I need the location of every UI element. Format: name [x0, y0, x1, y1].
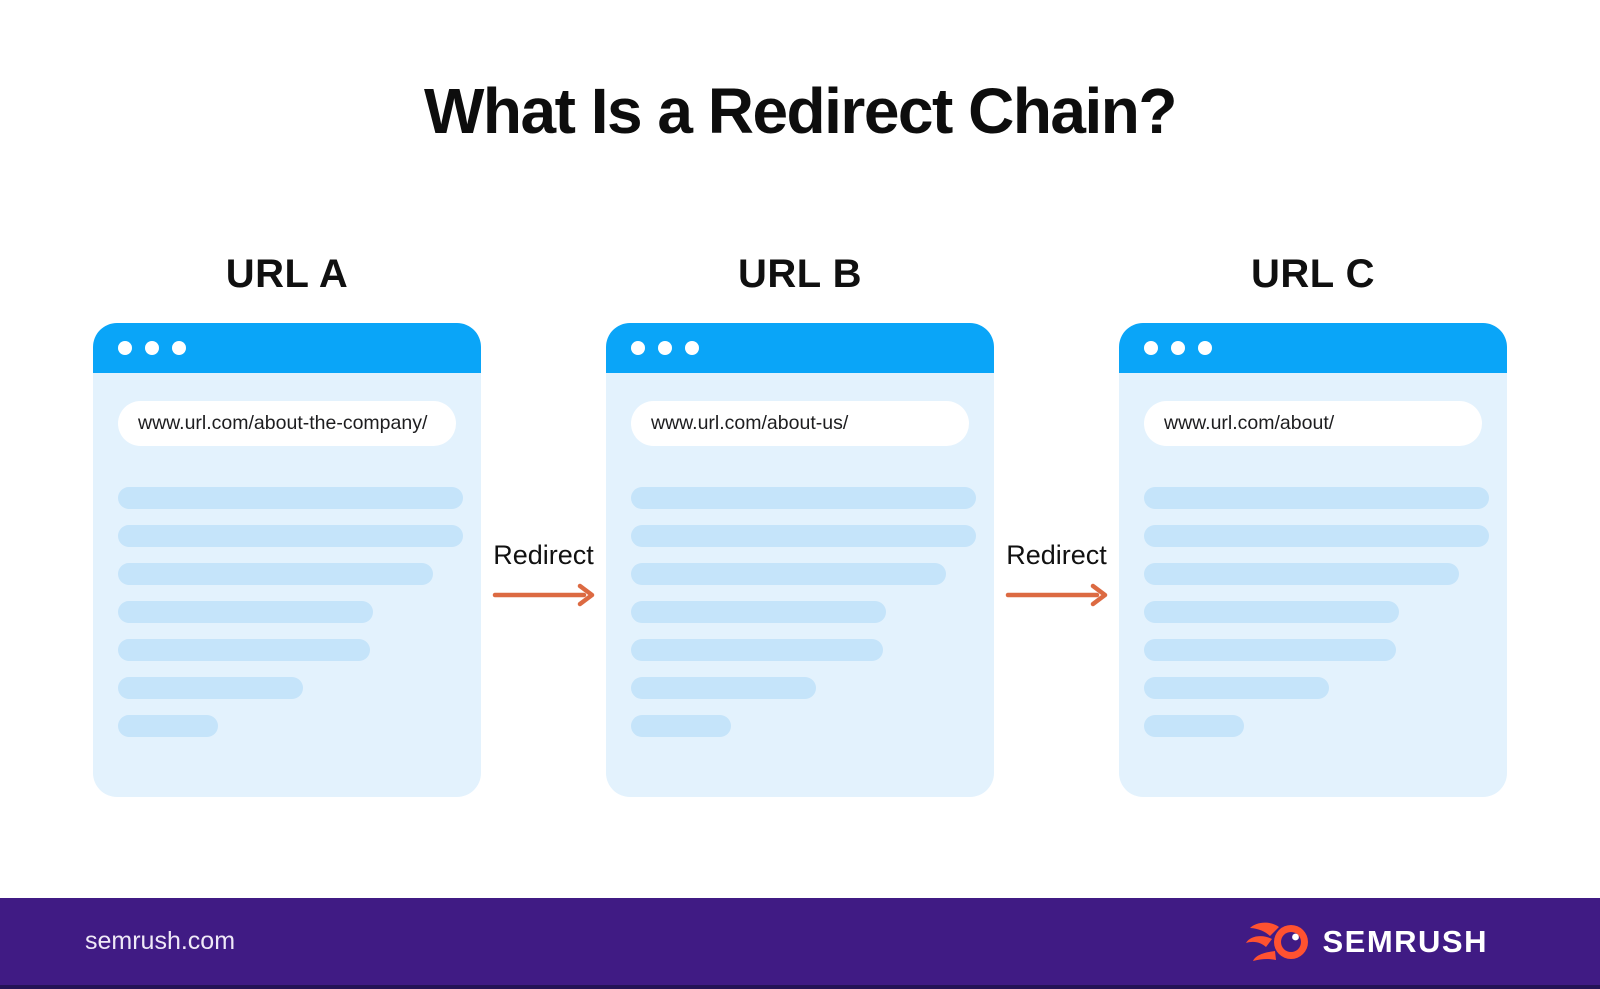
window-dot-icon — [631, 341, 645, 355]
content-placeholder-bar — [118, 715, 218, 737]
content-placeholder-bar — [118, 677, 303, 699]
content-placeholder-bar — [631, 601, 886, 623]
right-arrow-icon — [1005, 583, 1107, 607]
redirect-step-1: Redirect — [481, 252, 606, 607]
url-b-column: URL B www.url.com/about-us/ — [606, 252, 994, 797]
content-placeholder-bar — [631, 677, 816, 699]
semrush-flame-icon — [1246, 922, 1309, 961]
content-placeholder-bar — [1144, 677, 1329, 699]
browser-window-b: www.url.com/about-us/ — [606, 323, 994, 797]
content-placeholder-bar — [631, 525, 976, 547]
browser-body: www.url.com/about-us/ — [606, 373, 994, 797]
content-placeholder-bar — [631, 639, 883, 661]
semrush-logo: SEMRUSH — [1245, 920, 1488, 964]
url-c-label: URL C — [1251, 252, 1375, 296]
content-placeholder-lines — [631, 487, 976, 737]
content-placeholder-bar — [631, 487, 976, 509]
semrush-wordmark: SEMRUSH — [1322, 923, 1488, 959]
address-url: www.url.com/about-us/ — [651, 412, 849, 434]
content-placeholder-lines — [1144, 487, 1489, 737]
window-dot-icon — [145, 341, 159, 355]
browser-titlebar — [606, 323, 994, 373]
redirect-label: Redirect — [1006, 540, 1107, 570]
url-b-label: URL B — [738, 252, 862, 296]
window-dot-icon — [1144, 341, 1158, 355]
infographic-page: What Is a Redirect Chain? URL A www.url.… — [0, 75, 1600, 989]
redirect-step-2: Redirect — [994, 252, 1119, 607]
window-dot-icon — [1198, 341, 1212, 355]
window-dot-icon — [1171, 341, 1185, 355]
content-placeholder-bar — [118, 525, 463, 547]
content-placeholder-bar — [1144, 639, 1396, 661]
content-placeholder-lines — [118, 487, 463, 737]
content-placeholder-bar — [1144, 563, 1459, 585]
address-url: www.url.com/about/ — [1164, 412, 1335, 434]
address-bar: www.url.com/about-the-company/ — [118, 401, 456, 446]
content-placeholder-bar — [118, 487, 463, 509]
content-placeholder-bar — [1144, 601, 1399, 623]
browser-window-c: www.url.com/about/ — [1119, 323, 1507, 797]
content-placeholder-bar — [631, 715, 731, 737]
content-placeholder-bar — [118, 639, 370, 661]
browser-body: www.url.com/about/ — [1119, 373, 1507, 797]
window-dot-icon — [658, 341, 672, 355]
address-bar: www.url.com/about/ — [1144, 401, 1482, 446]
redirect-chain-diagram: URL A www.url.com/about-the-company/ Red… — [0, 252, 1600, 797]
content-placeholder-bar — [1144, 487, 1489, 509]
url-a-label: URL A — [225, 252, 349, 296]
url-a-column: URL A www.url.com/about-the-company/ — [93, 252, 481, 797]
browser-titlebar — [1119, 323, 1507, 373]
right-arrow-icon — [492, 583, 594, 607]
address-url: www.url.com/about-the-company/ — [138, 412, 428, 434]
content-placeholder-bar — [118, 601, 373, 623]
browser-titlebar — [93, 323, 481, 373]
content-placeholder-bar — [1144, 525, 1489, 547]
footer-bar: semrush.com SEMRUSH — [0, 898, 1600, 985]
footer-site-text: semrush.com — [85, 927, 236, 955]
address-bar: www.url.com/about-us/ — [631, 401, 969, 446]
content-placeholder-bar — [631, 563, 946, 585]
page-title: What Is a Redirect Chain? — [424, 75, 1177, 147]
content-placeholder-bar — [118, 563, 433, 585]
window-dot-icon — [118, 341, 132, 355]
browser-window-a: www.url.com/about-the-company/ — [93, 323, 481, 797]
browser-body: www.url.com/about-the-company/ — [93, 373, 481, 797]
window-dot-icon — [172, 341, 186, 355]
url-c-column: URL C www.url.com/about/ — [1119, 252, 1507, 797]
bottom-edge-strip — [0, 985, 1600, 989]
content-placeholder-bar — [1144, 715, 1244, 737]
window-dot-icon — [685, 341, 699, 355]
redirect-label: Redirect — [493, 540, 594, 570]
